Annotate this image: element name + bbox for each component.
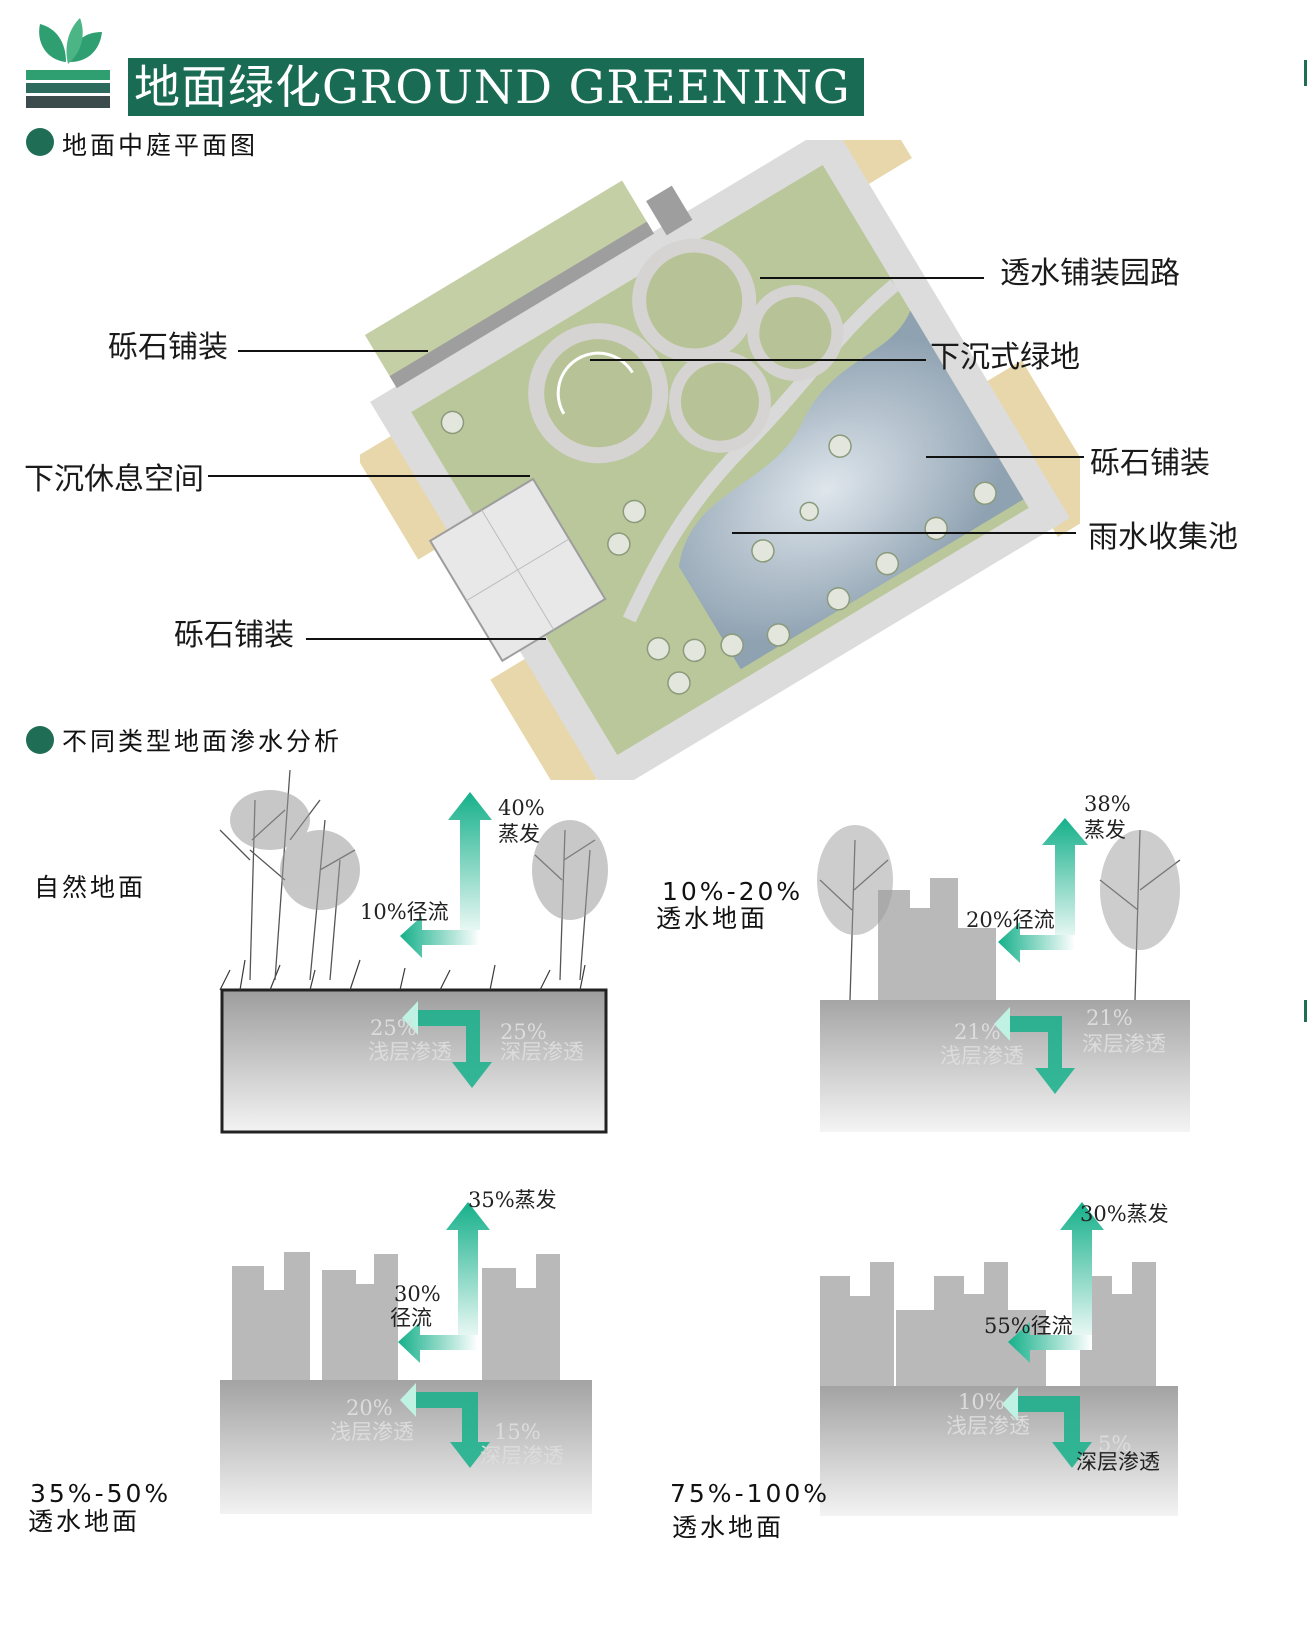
callout-sunken-rest: 下沉休息空间	[24, 462, 204, 497]
type-label-35-50-range: 35%-50%	[30, 1479, 172, 1508]
deep-label: 深层渗透	[1076, 1450, 1160, 1474]
shallow-value: 21%	[954, 1020, 1001, 1044]
callout-rain-pool: 雨水收集池	[1088, 520, 1238, 555]
leader-line	[590, 359, 926, 361]
deep-label: 深层渗透	[1082, 1032, 1166, 1056]
callout-sunken-green: 下沉式绿地	[930, 340, 1080, 375]
type-label-10-20-text: 透水地面	[656, 904, 769, 933]
runoff-label: 10%径流	[360, 900, 449, 924]
shallow-value: 10%	[958, 1390, 1005, 1414]
leader-line	[926, 456, 1084, 458]
shallow-label: 浅层渗透	[940, 1044, 1024, 1068]
plan-section-title: 地面中庭平面图	[62, 131, 259, 160]
edge-mark	[1304, 60, 1307, 86]
leader-line	[238, 350, 428, 352]
evaporation-value: 40%	[498, 796, 545, 820]
page-title: 地面绿化GROUND GREENING	[134, 60, 851, 114]
leader-line	[208, 475, 530, 477]
evaporation-label: 30%蒸发	[1080, 1202, 1169, 1226]
analysis-section-title: 不同类型地面渗水分析	[62, 727, 343, 756]
shallow-label: 浅层渗透	[330, 1420, 414, 1444]
section-bullet-icon	[26, 128, 54, 156]
callout-permeable-path: 透水铺装园路	[1000, 256, 1180, 291]
callout-gravel-bottom: 砾石铺装	[174, 618, 294, 653]
runoff-label: 20%径流	[966, 908, 1055, 932]
type-label-35-50-text: 透水地面	[28, 1507, 141, 1536]
permeable-35-50-diagram	[220, 1202, 592, 1514]
callout-gravel-top: 砾石铺装	[108, 330, 228, 365]
natural-ground-diagram	[219, 769, 608, 1134]
permeable-75-100-diagram	[820, 1202, 1178, 1516]
shallow-label: 浅层渗透	[368, 1040, 452, 1064]
leaf-logo-icon	[26, 18, 110, 108]
evaporation-label: 蒸发	[1084, 818, 1126, 842]
evaporation-label: 蒸发	[498, 822, 540, 846]
evaporation-value: 38%	[1084, 792, 1131, 816]
runoff-value: 30%	[394, 1282, 441, 1306]
type-label-10-20-range: 10%-20%	[662, 877, 804, 906]
evaporation-label: 35%蒸发	[468, 1188, 557, 1212]
edge-mark	[1304, 1000, 1307, 1022]
shallow-value: 25%	[370, 1016, 417, 1040]
type-label-75-100-range: 75%-100%	[670, 1479, 831, 1508]
deep-value: 21%	[1086, 1006, 1133, 1030]
leader-line	[306, 638, 546, 640]
callout-gravel-right: 砾石铺装	[1090, 446, 1210, 481]
deep-value: 25%	[500, 1020, 547, 1044]
runoff-label: 55%径流	[984, 1314, 1073, 1338]
runoff-label: 径流	[390, 1306, 432, 1330]
type-label-75-100-text: 透水地面	[672, 1513, 785, 1542]
leader-line	[760, 277, 984, 279]
leader-line	[732, 532, 1076, 534]
type-label-natural: 自然地面	[34, 873, 147, 902]
deep-label: 深层渗透	[480, 1444, 564, 1468]
title-bar	[128, 58, 864, 116]
shallow-value: 20%	[346, 1396, 393, 1420]
deep-value: 5%	[1098, 1432, 1132, 1456]
courtyard-plan	[360, 140, 1080, 780]
deep-label: 深层渗透	[500, 1040, 584, 1064]
shallow-label: 浅层渗透	[946, 1414, 1030, 1438]
deep-value: 15%	[494, 1420, 541, 1444]
permeable-10-20-diagram	[817, 818, 1190, 1132]
section-bullet-icon	[26, 726, 54, 754]
